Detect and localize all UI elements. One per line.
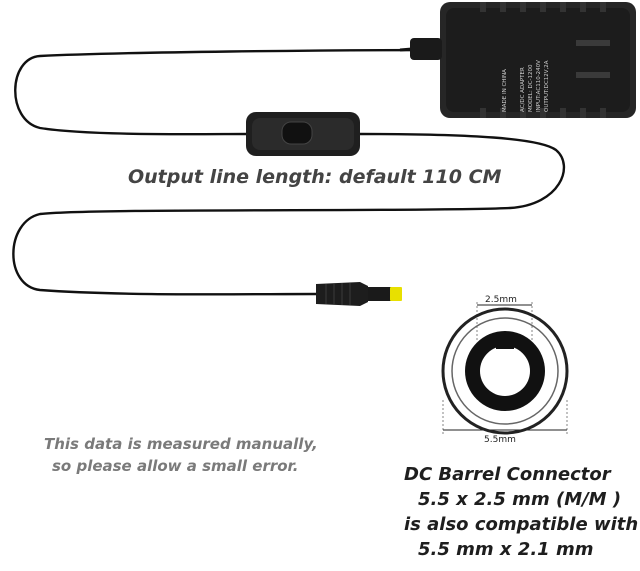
measurement-note: This data is measured manually, so pleas… [44, 433, 344, 477]
connector-spec-line: DC Barrel Connector [404, 464, 611, 485]
connector-spec-caption: DC Barrel Connector 5.5 x 2.5 mm (M/M ) … [404, 462, 638, 562]
inline-switch [246, 112, 360, 156]
inner-diameter-label: 2.5mm [485, 295, 517, 305]
connector-diagram: 2.5mm 5.5mm [441, 295, 569, 445]
svg-text:AC/DC ADAPTER: AC/DC ADAPTER [520, 67, 526, 112]
cable-length-caption: Output line length: default 110 CM [128, 166, 502, 188]
barrel-plug [316, 282, 402, 306]
plug-tip [390, 287, 402, 301]
plug-prong [576, 40, 610, 46]
svg-text:OUTPUT:DC12V,2A: OUTPUT:DC12V,2A [544, 60, 550, 112]
svg-text:MADE IN CHINA: MADE IN CHINA [502, 69, 508, 112]
connector-spec-line: is also compatible with [404, 514, 639, 535]
connector-spec-line: 5.5 x 2.5 mm (M/M ) [418, 489, 622, 510]
connector-spec-line: 5.5 mm x 2.1 mm [418, 539, 594, 560]
measurement-note-line: This data is measured manually, [44, 435, 318, 453]
adapter-label: AC/DC ADAPTER MODEL: DC-1200 INPUT:AC110… [502, 60, 550, 112]
measurement-note-line: so please allow a small error. [52, 457, 299, 475]
plug-prong [576, 72, 610, 78]
svg-text:INPUT:AC110-240V: INPUT:AC110-240V [536, 60, 542, 112]
outer-diameter-label: 5.5mm [484, 435, 516, 445]
output-cable [12, 48, 566, 296]
adapter-body: AC/DC ADAPTER MODEL: DC-1200 INPUT:AC110… [410, 2, 636, 118]
svg-text:MODEL: DC-1200: MODEL: DC-1200 [528, 64, 534, 112]
